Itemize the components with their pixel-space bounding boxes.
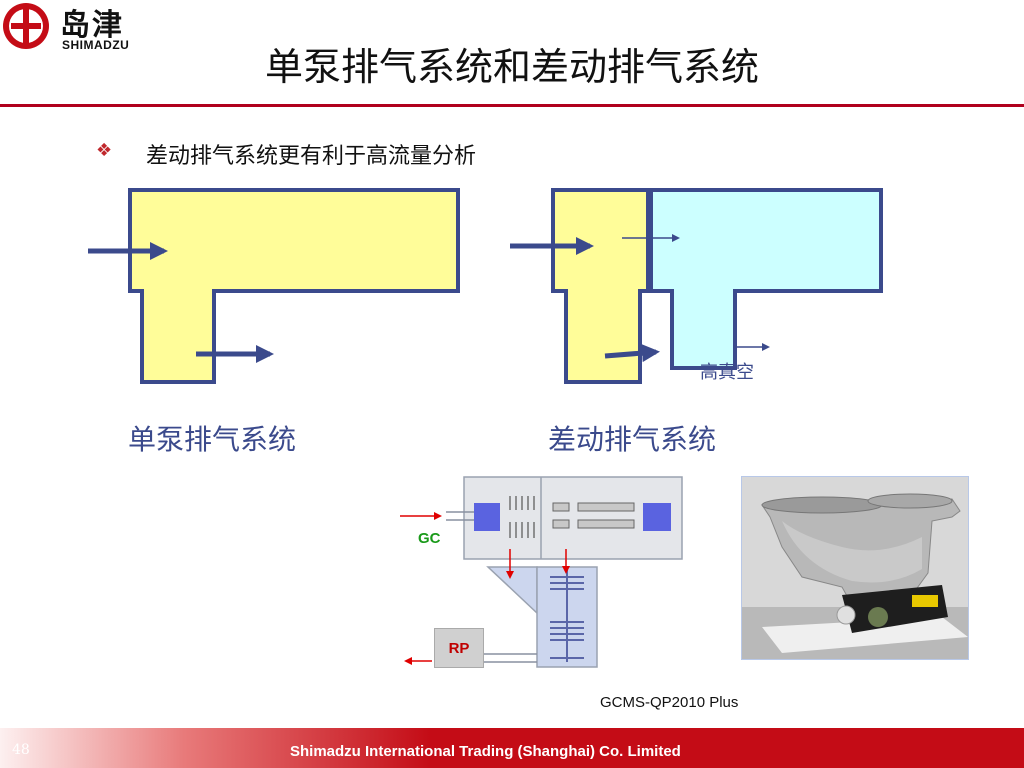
turbo-pump-photo [741,476,969,660]
single-pump-chamber [128,188,460,384]
bullet-text: 差动排气系统更有利于高流量分析 [146,144,477,169]
instrument-schematic [400,476,683,668]
quadrupole-rod [577,502,635,512]
footer-bar [0,728,1024,768]
model-caption: GCMS-QP2010 Plus [600,694,739,711]
logo-english-text: SHIMADZU [62,38,130,52]
logo-chinese-text: 岛津 [60,8,124,43]
diamond-bullet-icon: ❖ [96,140,113,161]
ion-source-block [474,503,500,531]
exhaust-system-diagrams [88,188,883,384]
turbo-pump-photo-drawing [742,477,968,659]
detector-block [643,503,671,531]
shimadzu-logo-icon [3,3,49,49]
gc-label: GC [418,530,441,547]
rotary-pump-box [434,628,484,668]
page-title: 单泵排气系统和差动排气系统 [264,45,759,89]
footer-company-name: Shimadzu International Trading (Shanghai… [290,743,681,760]
page-number: 48 [12,742,30,758]
single-pump-caption: 单泵排气系统 [128,423,297,456]
differential-high-vacuum-chamber [649,188,883,370]
rp-label: RP [448,640,470,657]
title-divider [0,104,1024,107]
lens-stack [509,496,535,538]
rough-pump-arrow-differential [604,344,660,363]
high-vacuum-label: 高真空 [700,362,754,383]
differential-caption: 差动排气系统 [548,423,717,456]
